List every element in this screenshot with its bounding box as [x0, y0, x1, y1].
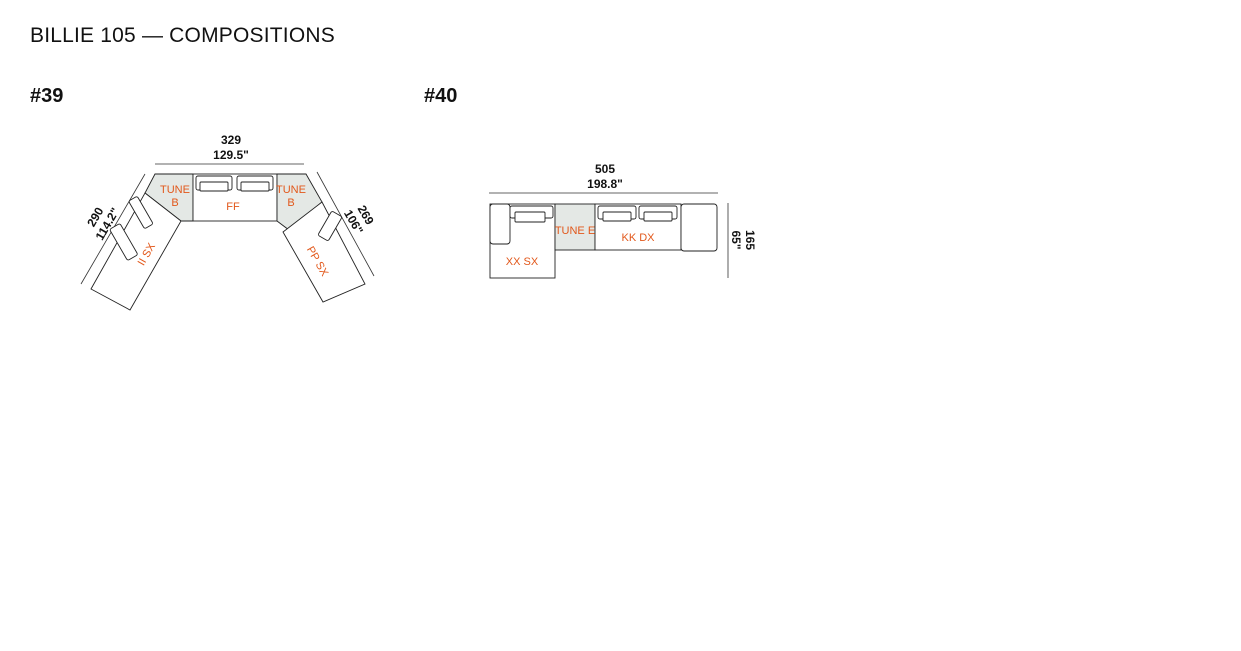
width-in: 129.5" — [213, 148, 249, 162]
width-cm: 329 — [221, 133, 241, 147]
composition-39-modules — [90, 173, 366, 311]
xx-sx-arm — [489, 203, 511, 245]
pp-sx-module — [282, 201, 366, 303]
module-label-xx-sx: XX SX — [506, 256, 539, 268]
depth-cm: 165 — [743, 230, 757, 250]
composition-40-label: #40 — [424, 85, 458, 107]
module-label-b-right: B — [287, 197, 294, 209]
pp-sx-cushion — [318, 211, 342, 241]
tune-e-module — [554, 203, 596, 251]
composition-40-modules — [489, 203, 718, 279]
composition-40-dimensions: 505 198.8" 165 65" — [489, 162, 757, 278]
kk-dx-cushion-right-inner — [643, 211, 673, 222]
right-dimension-line — [316, 171, 375, 277]
module-label-tune-right: TUNE — [276, 184, 306, 196]
width-cm: 505 — [595, 162, 615, 176]
ii-sx-cushion — [109, 223, 138, 261]
ii-sx-cushion-upper — [128, 196, 153, 229]
page-title: BILLIE 105 — COMPOSITIONS — [30, 24, 335, 47]
module-label-kk-dx: KK DX — [621, 232, 655, 244]
composition-40-module-labels: XX SX TUNE E KK DX — [506, 225, 655, 268]
module-label-tune-left: TUNE — [160, 184, 190, 196]
ff-cushion-right-inner — [240, 181, 270, 192]
module-label-tune-e: TUNE E — [555, 225, 595, 237]
module-label-ff: FF — [226, 201, 240, 213]
composition-39-label: #39 — [30, 85, 64, 107]
xx-sx-cushion-inner — [514, 211, 546, 223]
ff-cushion-left-inner — [199, 181, 229, 192]
width-in: 198.8" — [587, 177, 623, 191]
depth-in: 65" — [729, 230, 743, 249]
kk-dx-arm — [680, 203, 718, 252]
composition-39-dimensions: 329 129.5" 290 114.2" 269 106" — [80, 133, 377, 285]
kk-dx-cushion-left-inner — [602, 211, 632, 222]
module-label-b-left: B — [171, 197, 178, 209]
tune-b-left-module — [144, 173, 194, 222]
